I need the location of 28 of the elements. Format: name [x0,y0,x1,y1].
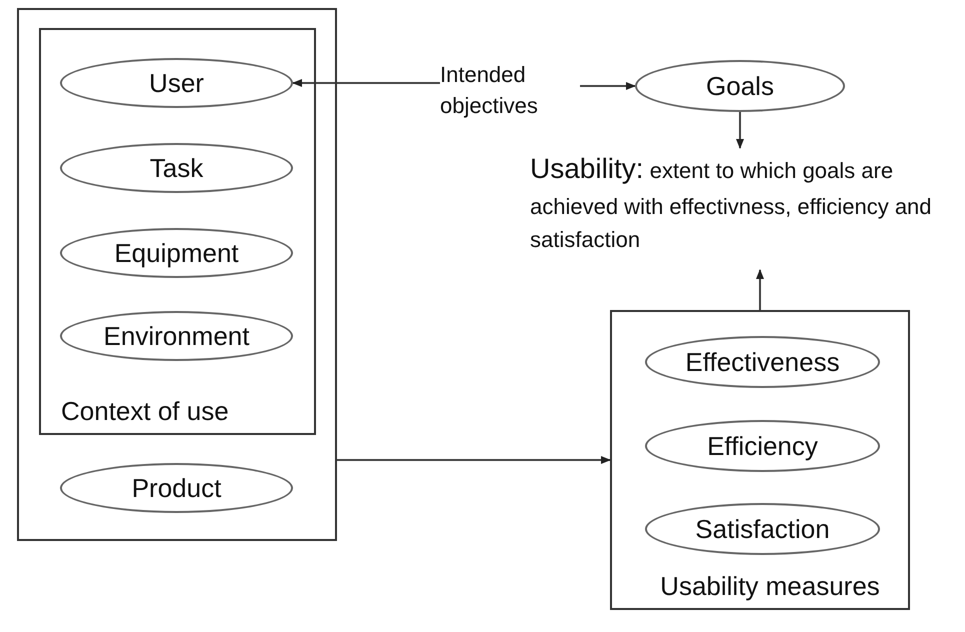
arrow [756,269,764,310]
ellipse [60,311,293,361]
ellipse [60,58,293,108]
frame-box [17,8,337,541]
arrow [292,79,440,87]
node-text: Usability measures [660,571,880,602]
ellipse [645,420,880,472]
node-text: Goals [706,70,774,102]
ellipse [635,60,845,112]
ellipse [60,228,293,278]
node-text: Context of use [61,396,229,427]
ellipse [60,143,293,193]
node-text: Effectiveness [685,346,840,378]
node-text: User [149,68,204,98]
arrow [580,82,636,90]
node-text: Task [150,152,204,184]
node-text: Efficiency [707,430,818,462]
node-text: Intended objectives [440,62,538,118]
node-text: Product [132,472,222,504]
node-text: Satisfaction [695,514,830,544]
arrow [736,112,744,149]
arrow [337,456,611,464]
ellipse [645,503,880,555]
node-text: Environment [104,320,250,352]
ellipse [60,463,293,513]
node-text: Usability: extent to which goals are achieved with effectivness, efficiency and satisfaction [530,158,932,252]
ellipse [645,336,880,388]
node-text: Equipment [114,238,239,268]
